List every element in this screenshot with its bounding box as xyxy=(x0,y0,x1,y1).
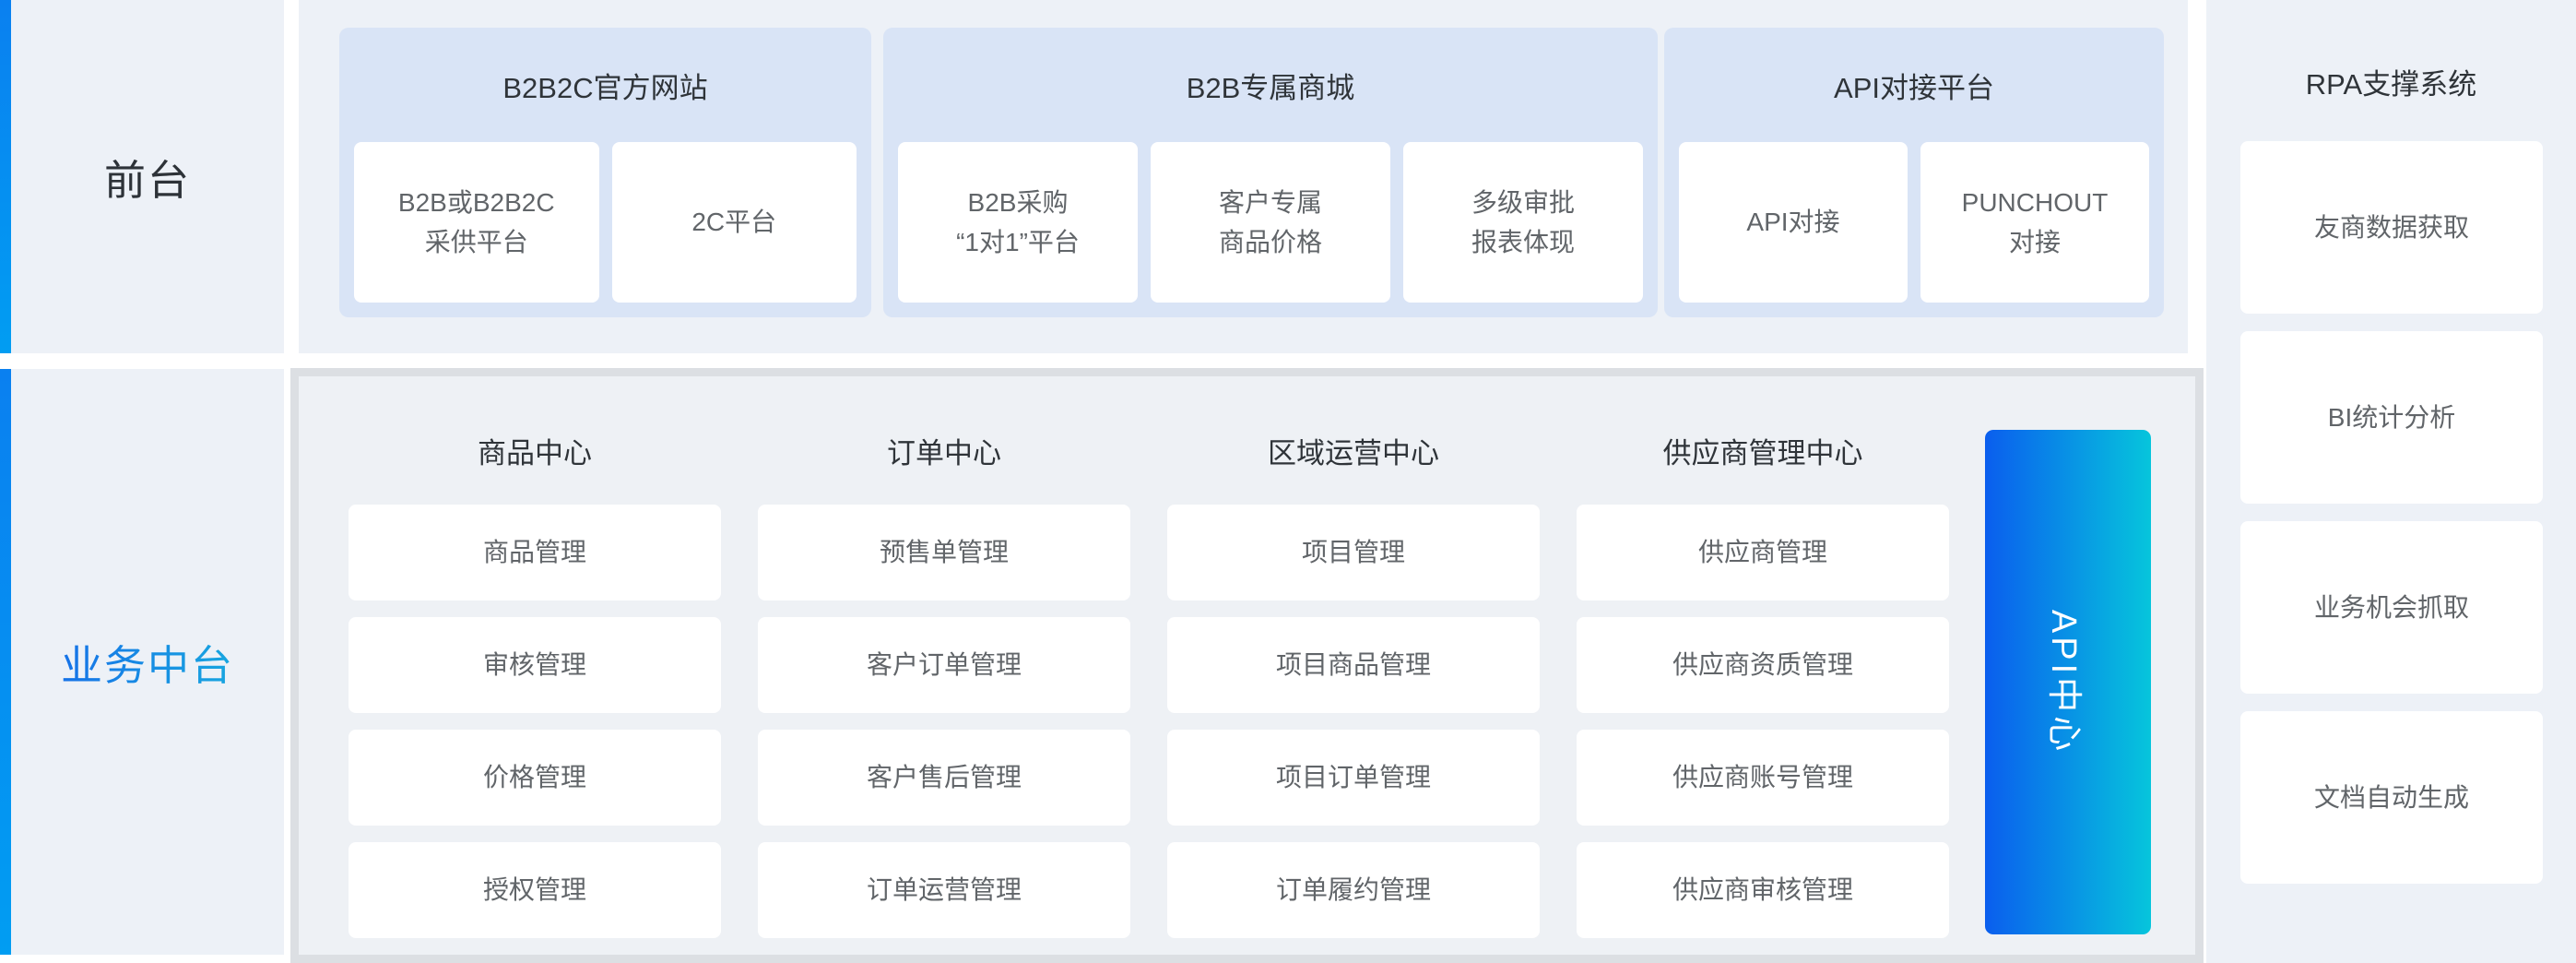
business-middle-container: 商品中心 商品管理 审核管理 价格管理 授权管理 订单中心 预售单管理 客户订单… xyxy=(290,368,2204,963)
tile-document-auto-generation: 文档自动生成 xyxy=(2240,711,2543,884)
tile-authorization-management: 授权管理 xyxy=(349,842,721,938)
tile-2c-platform: 2C平台 xyxy=(611,142,857,303)
tile-price-management: 价格管理 xyxy=(349,730,721,826)
front-stage-side-panel: 前台 xyxy=(0,0,284,353)
tile-order-fulfillment-management: 订单履约管理 xyxy=(1167,842,1540,938)
column-title: 订单中心 xyxy=(887,436,1001,470)
tile-product-management: 商品管理 xyxy=(349,505,721,600)
column-title: 区域运营中心 xyxy=(1268,436,1439,470)
group-b2b2c-official-site: B2B2C官方网站 B2B或B2B2C 采供平台 2C平台 xyxy=(339,28,871,317)
column-title: 商品中心 xyxy=(478,436,592,470)
tile-project-product-management: 项目商品管理 xyxy=(1167,617,1540,713)
group-tiles: API对接 PUNCHOUT 对接 xyxy=(1679,142,2149,303)
group-b2b-exclusive-mall: B2B专属商城 B2B采购 “1对1”平台 客户专属 商品价格 多级审批 报表体… xyxy=(883,28,1658,317)
middle-accent-bar xyxy=(0,369,11,955)
tile-review-management: 审核管理 xyxy=(349,617,721,713)
tile-b2b-purchase-1to1: B2B采购 “1对1”平台 xyxy=(898,142,1138,303)
api-center-bar: API中心 xyxy=(1985,430,2151,934)
front-stage-label: 前台 xyxy=(103,157,191,204)
tile-customer-exclusive-price: 客户专属 商品价格 xyxy=(1151,142,1390,303)
column-title: 供应商管理中心 xyxy=(1662,436,1863,470)
tile-presale-order-management: 预售单管理 xyxy=(758,505,1130,600)
group-title: B2B2C官方网站 xyxy=(502,71,708,104)
tile-api-integration: API对接 xyxy=(1679,142,1908,303)
group-title: API对接平台 xyxy=(1834,71,1994,104)
tile-project-management: 项目管理 xyxy=(1167,505,1540,600)
api-center-label: API中心 xyxy=(2044,609,2084,755)
front-accent-bar xyxy=(0,0,11,353)
column-supplier-management-center: 供应商管理中心 供应商管理 供应商资质管理 供应商账号管理 供应商审核管理 xyxy=(1577,413,1949,955)
rpa-panel-title: RPA支撑系统 xyxy=(2305,67,2477,101)
tile-customer-order-management: 客户订单管理 xyxy=(758,617,1130,713)
column-product-center: 商品中心 商品管理 审核管理 价格管理 授权管理 xyxy=(349,413,721,955)
tile-customer-aftersale-management: 客户售后管理 xyxy=(758,730,1130,826)
tile-supplier-qualification-management: 供应商资质管理 xyxy=(1577,617,1949,713)
tile-bi-statistical-analysis: BI统计分析 xyxy=(2240,331,2543,504)
tile-supplier-account-management: 供应商账号管理 xyxy=(1577,730,1949,826)
tile-competitor-data-acquisition: 友商数据获取 xyxy=(2240,141,2543,314)
tile-supplier-review-management: 供应商审核管理 xyxy=(1577,842,1949,938)
rpa-tiles: 友商数据获取 BI统计分析 业务机会抓取 文档自动生成 xyxy=(2240,141,2543,884)
business-middle-side-panel: 业务中台 xyxy=(0,369,284,955)
business-middle-label: 业务中台 xyxy=(11,369,284,955)
tile-business-opportunity-capture: 业务机会抓取 xyxy=(2240,521,2543,694)
group-tiles: B2B采购 “1对1”平台 客户专属 商品价格 多级审批 报表体现 xyxy=(898,142,1643,303)
tile-order-operation-management: 订单运营管理 xyxy=(758,842,1130,938)
column-order-center: 订单中心 预售单管理 客户订单管理 客户售后管理 订单运营管理 xyxy=(758,413,1130,955)
tile-supplier-management: 供应商管理 xyxy=(1577,505,1949,600)
tile-punchout-integration: PUNCHOUT 对接 xyxy=(1920,142,2149,303)
group-title: B2B专属商城 xyxy=(1186,71,1355,104)
tile-b2b-b2b2c-platform: B2B或B2B2C 采供平台 xyxy=(354,142,599,303)
column-regional-operation-center: 区域运营中心 项目管理 项目商品管理 项目订单管理 订单履约管理 xyxy=(1167,413,1540,955)
rpa-support-panel: RPA支撑系统 友商数据获取 BI统计分析 业务机会抓取 文档自动生成 xyxy=(2206,0,2576,963)
tile-project-order-management: 项目订单管理 xyxy=(1167,730,1540,826)
group-tiles: B2B或B2B2C 采供平台 2C平台 xyxy=(354,142,857,303)
front-stage-band: B2B2C官方网站 B2B或B2B2C 采供平台 2C平台 B2B专属商城 B2… xyxy=(299,0,2188,353)
group-api-integration-platform: API对接平台 API对接 PUNCHOUT 对接 xyxy=(1664,28,2164,317)
tile-multilevel-approval-report: 多级审批 报表体现 xyxy=(1403,142,1643,303)
